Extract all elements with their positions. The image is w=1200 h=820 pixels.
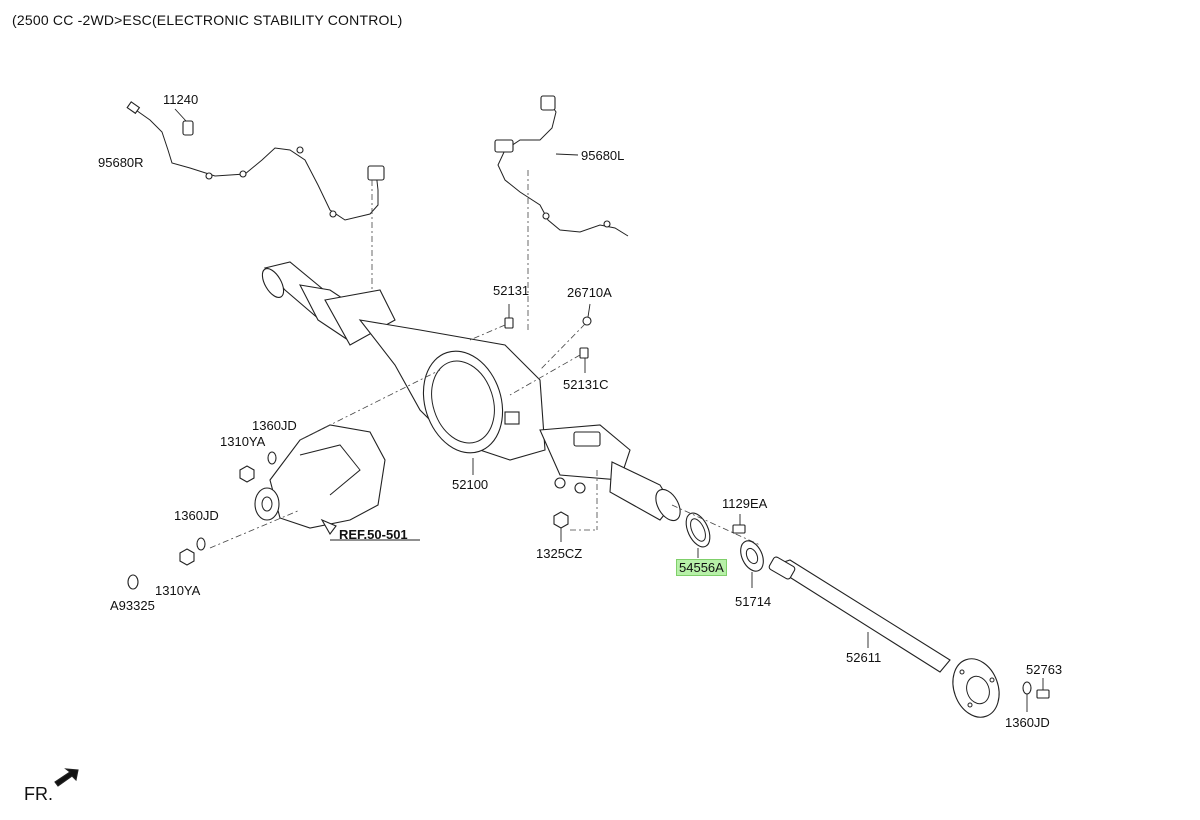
differential-carrier — [254, 424, 386, 529]
part-label-1325CZ[interactable]: 1325CZ — [536, 546, 583, 561]
plug-A93325 — [127, 574, 139, 590]
part-label-52100[interactable]: 52100 — [452, 477, 489, 492]
bolt-52131C — [509, 347, 589, 396]
bearing-51714 — [740, 540, 764, 588]
part-label-11240[interactable]: 11240 — [163, 92, 199, 107]
part-label-1310YA-lower[interactable]: 1310YA — [155, 583, 201, 598]
front-direction-label: FR. — [24, 784, 53, 804]
wheel-speed-sensor-right — [126, 101, 385, 221]
retainer-54556A — [685, 512, 711, 558]
part-label-51714[interactable]: 51714 — [735, 594, 772, 609]
part-label-1129EA[interactable]: 1129EA — [722, 496, 768, 511]
nut-1310YA-lower — [179, 548, 195, 566]
part-label-52611[interactable]: 52611 — [846, 650, 882, 665]
bolt-11240 — [174, 108, 194, 136]
diagram-caption: (2500 CC -2WD>ESC(ELECTRONIC STABILITY C… — [12, 12, 403, 28]
reference-link[interactable]: REF.50-501 — [339, 527, 408, 542]
part-label-26710A[interactable]: 26710A — [567, 285, 612, 300]
part-label-52763[interactable]: 52763 — [1026, 662, 1063, 677]
part-label-54556A-highlighted[interactable]: 54556A — [676, 559, 727, 576]
axle-shaft-52611 — [768, 556, 1000, 718]
part-label-1310YA-upper[interactable]: 1310YA — [220, 434, 266, 449]
part-label-52131[interactable]: 52131 — [493, 283, 530, 298]
part-label-95680L[interactable]: 95680L — [581, 148, 625, 163]
bolt-52763 — [1036, 678, 1050, 699]
part-label-1360JD-lower[interactable]: 1360JD — [174, 508, 219, 523]
part-label-52131C[interactable]: 52131C — [563, 377, 609, 392]
wheel-speed-sensor-left — [494, 95, 629, 237]
part-label-A93325[interactable]: A93325 — [110, 598, 155, 613]
nut-1325CZ — [553, 511, 569, 542]
axle-housing-52100 — [261, 261, 681, 522]
bolt-1129EA — [732, 514, 746, 534]
nut-1310YA-upper — [239, 465, 255, 483]
part-label-1360JD-right[interactable]: 1360JD — [1005, 715, 1050, 730]
breather-26710A — [539, 303, 592, 371]
washer-1360JD-lower — [196, 537, 206, 551]
bolt-52131 — [469, 304, 514, 341]
washer-1360JD-upper — [267, 451, 277, 465]
washer-1360JD-right — [1022, 681, 1032, 712]
front-direction-arrow — [54, 768, 79, 787]
part-label-95680R[interactable]: 95680R — [98, 155, 144, 170]
part-label-1360JD-upper[interactable]: 1360JD — [252, 418, 297, 433]
